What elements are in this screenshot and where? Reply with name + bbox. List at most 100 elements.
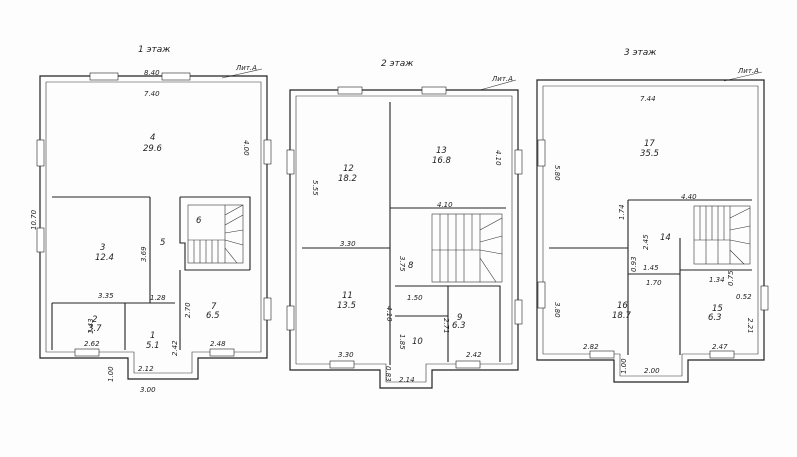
- floor-2-room-number: 13: [436, 146, 447, 156]
- floor-3-room-area: 18.7: [612, 311, 632, 321]
- floor-3-dimension: 4.40: [681, 193, 697, 201]
- floor-2-room-number: 12: [343, 164, 354, 174]
- floor-3-dimension: 1.70: [646, 279, 662, 287]
- floor-3-window: [709, 350, 735, 359]
- floor-1-window: [263, 297, 272, 321]
- floor-3-window: [760, 285, 769, 311]
- floor-3-dimension: 1.34: [709, 276, 725, 284]
- floor-2-lit-label: Лит.А: [491, 75, 513, 83]
- floor-3-dimension: 5.80: [553, 165, 561, 181]
- floor-2-dimension: 5.55: [311, 180, 319, 196]
- floor-3-room-area: 35.5: [640, 149, 659, 159]
- floor-1-room-number: 3: [100, 243, 105, 253]
- floor-1-room-area: 6.5: [206, 311, 220, 321]
- floor-1-window: [36, 227, 45, 253]
- floor-2-dimension: 2.71: [442, 318, 450, 334]
- floor-2-window: [329, 360, 355, 369]
- floor-1-room-number: 6: [196, 216, 202, 226]
- floor-3-title: 3 этаж: [624, 48, 657, 58]
- floor-3-dimension: 0.52: [736, 293, 752, 301]
- floor-2-partition: [395, 285, 501, 362]
- floor-2-room-area: 16.8: [432, 156, 452, 166]
- floor-3-window: [537, 281, 546, 309]
- floor-1-room-area: 5.1: [146, 341, 160, 351]
- floor-2-window: [514, 299, 523, 325]
- floor-1-inner-wall-line: [45, 81, 262, 374]
- floor-1-room-number: 7: [211, 302, 217, 312]
- floor-1-window: [161, 72, 191, 81]
- floor-1-window: [89, 72, 119, 81]
- floor-1-partition: [180, 196, 251, 270]
- floor-2-window: [455, 360, 481, 369]
- floor-2-staircase: [431, 213, 503, 283]
- floor-2-window: [286, 149, 295, 175]
- floor-2-dimension: 0.83: [384, 366, 392, 382]
- floor-3-dimension: 7.44: [640, 95, 656, 103]
- floor-2-dimension: 3.30: [338, 351, 354, 359]
- floor-1-title: 1 этаж: [138, 45, 171, 55]
- floor-3-dimension: 2.21: [746, 318, 754, 334]
- floor-1-room-number: 2: [92, 315, 97, 325]
- floor-1-outer-wall: [39, 75, 268, 380]
- floor-2-room-number: 10: [412, 337, 423, 347]
- floor-2-window: [421, 86, 447, 95]
- floor-1-dimension: 1.00: [107, 366, 115, 382]
- floor-2-dimension: 3.30: [340, 240, 356, 248]
- floor-1-dimension: 3.35: [98, 292, 114, 300]
- floor-2-room-number: 11: [342, 291, 353, 301]
- floor-3-outer-wall: [536, 79, 765, 383]
- floor-2-dimension: 2.42: [466, 351, 482, 359]
- floor-1-room-number: 5: [160, 238, 165, 248]
- floor-2-outer-wall: [289, 89, 519, 389]
- floor-1-partition: [179, 197, 250, 271]
- floor-1-dimension: 10.70: [30, 209, 38, 230]
- floor-3-lit-label: Лит.А: [737, 67, 759, 75]
- floor-1-room-area: 29.6: [143, 144, 163, 154]
- floor-2-room-area: 13.5: [337, 301, 356, 311]
- floor-1-dimension: 1.28: [150, 294, 166, 302]
- floor-2-room-number: 8: [408, 261, 414, 271]
- floor-1-dimension: 2.42: [171, 340, 179, 356]
- floor-3-dimension: 1.45: [643, 264, 659, 272]
- floor-2-dimension: 1.85: [398, 334, 406, 350]
- floor-1-room-area: 3.7: [88, 324, 102, 334]
- floor-1-lit-label: Лит.А: [235, 64, 257, 72]
- floor-1-dimension: 4.00: [242, 140, 250, 156]
- floor-1-dimension: 2.48: [210, 340, 226, 348]
- floor-2-room-number: 9: [457, 313, 462, 323]
- floor-1-dimension: 2.62: [84, 340, 100, 348]
- floor-2-window: [514, 149, 523, 175]
- floor-2-window: [337, 86, 363, 95]
- floor-1-dimension: 8.40: [144, 69, 160, 77]
- floor-2-dimension: 4.10: [437, 201, 453, 209]
- floor-1-dimension: 3.00: [140, 386, 156, 394]
- floor-3-dimension: 0.75: [727, 270, 735, 286]
- floor-1-window: [36, 139, 45, 167]
- floor-2-dimension: 2.14: [399, 376, 415, 384]
- floor-3-window: [589, 350, 615, 359]
- floor-3-dimension: 2.00: [644, 367, 660, 375]
- floor-3-dimension: 2.47: [712, 343, 728, 351]
- floor-3-room-number: 17: [644, 139, 655, 149]
- floor-1-staircase: [187, 204, 244, 264]
- floor-3-room-area: 6.3: [708, 313, 722, 323]
- floor-1-room-number: 4: [150, 133, 155, 143]
- floor-3-room-number: 15: [712, 304, 723, 314]
- floor-1-window: [74, 348, 100, 357]
- floor-3-window: [537, 139, 546, 167]
- floor-3-inner-wall-line: [542, 85, 759, 377]
- floor-2-plan: 2 этаж Лит.А: [286, 59, 523, 389]
- floor-1-room-area: 12.4: [95, 253, 114, 263]
- floor-1-dimension: 2.70: [184, 302, 192, 318]
- floor-3-dimension: 2.45: [642, 234, 650, 250]
- floor-2-dimension: 4.10: [494, 150, 502, 166]
- floor-3-dimension: 0.93: [630, 256, 638, 272]
- floor-3-dimension: 1.74: [618, 204, 626, 220]
- floor-2-dimension: 3.75: [398, 256, 406, 272]
- floor-1-dimension: 2.12: [138, 365, 154, 373]
- floor-3-dimension: 1.00: [620, 358, 628, 374]
- floor-1-dimension: 1.43: [87, 318, 95, 334]
- floor-2-room-area: 18.2: [338, 174, 357, 184]
